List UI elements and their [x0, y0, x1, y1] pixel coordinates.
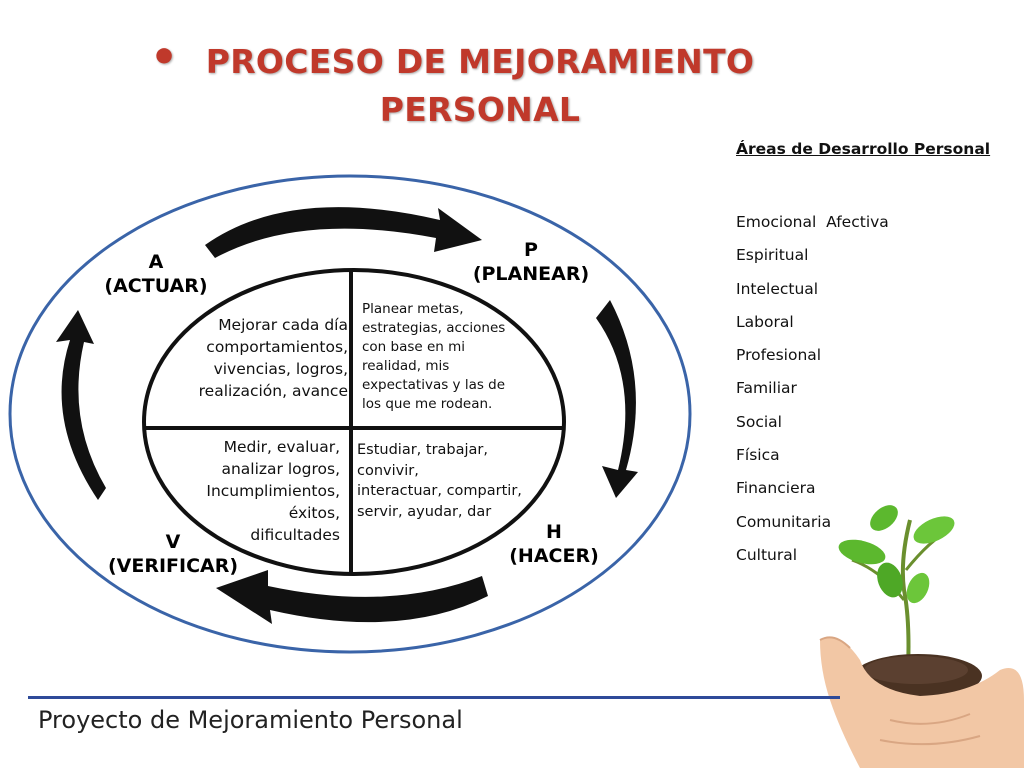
quadrant-line: analizar logros,	[221, 460, 340, 478]
quadrant-line: expectativas y las de	[362, 377, 506, 393]
label-hacer: H (HACER)	[496, 520, 612, 568]
areas-title: Áreas de Desarrollo Personal	[736, 140, 991, 158]
arrow-top-icon	[205, 207, 482, 258]
quadrant-bottom-right: Estudiar, trabajar, convivir, interactua…	[357, 440, 553, 522]
quadrant-line: dificultades	[250, 526, 340, 544]
title-line-1: PROCESO DE MEJORAMIENTO	[205, 42, 755, 81]
area-item: Comunitaria	[736, 512, 832, 531]
area-item: Profesional	[736, 346, 822, 365]
area-item: Financiera	[736, 479, 816, 498]
label-hacer-name: (HACER)	[509, 545, 599, 567]
quadrant-line: Incumplimientos,	[206, 482, 340, 500]
quadrant-line: los que me rodean.	[362, 396, 493, 412]
quadrant-line: Planear metas,	[362, 301, 464, 317]
label-planear-letter: P	[524, 239, 538, 261]
area-item: Laboral	[736, 312, 794, 331]
area-item: Emocional Afectiva	[736, 213, 889, 231]
quadrant-bottom-left: Medir, evaluar, analizar logros, Incumpl…	[176, 436, 340, 546]
label-hacer-letter: H	[546, 521, 562, 543]
area-item: Social	[736, 412, 782, 431]
outer-ellipse	[8, 174, 692, 654]
footer-text: Proyecto de Mejoramiento Personal	[38, 706, 463, 734]
label-planear: P (PLANEAR)	[468, 238, 594, 286]
title-line-2: PERSONAL	[379, 90, 581, 129]
footer-rule	[28, 696, 840, 699]
inner-ellipse	[142, 268, 566, 576]
label-verificar-name: (VERIFICAR)	[107, 555, 239, 577]
quadrant-line: éxitos,	[288, 504, 340, 522]
area-item: Espiritual	[736, 246, 809, 265]
quadrant-line: realización, avance	[198, 382, 348, 400]
area-item: Intelectual	[736, 279, 819, 298]
quadrant-line: comportamientos,	[206, 338, 348, 356]
label-planear-name: (PLANEAR)	[472, 263, 590, 285]
arrow-left-icon	[56, 310, 106, 500]
label-actuar-name: (ACTUAR)	[104, 275, 208, 297]
quadrant-line: Mejorar cada día	[218, 316, 348, 334]
quadrant-line: realidad, mis	[362, 358, 450, 374]
quadrant-line: Medir, evaluar,	[223, 438, 340, 456]
arrow-right-icon	[596, 300, 638, 498]
quadrant-line: Estudiar, trabajar,	[357, 442, 488, 458]
area-item: Familiar	[736, 379, 797, 398]
arrow-bottom-icon	[216, 570, 488, 624]
quadrant-line: servir, ayudar, dar	[357, 503, 492, 520]
plant-in-hand-icon	[819, 505, 1024, 768]
areas-list: Emocional Afectiva Espiritual Intelectua…	[736, 206, 889, 572]
bullet-icon: •	[150, 32, 179, 83]
quadrant-line: con base en mi	[362, 339, 466, 355]
slide-title: • PROCESO DE MEJORAMIENTO PERSONAL	[150, 34, 810, 134]
area-item: Cultural	[736, 545, 798, 564]
label-verificar: V (VERIFICAR)	[100, 530, 246, 578]
label-actuar-letter: A	[148, 251, 164, 273]
quadrant-top-left: Mejorar cada día comportamientos, vivenc…	[176, 314, 348, 402]
quadrant-line: convivir,	[357, 462, 419, 479]
label-verificar-letter: V	[165, 531, 181, 553]
quadrant-line: interactuar, compartir,	[357, 483, 522, 499]
label-actuar: A (ACTUAR)	[96, 250, 216, 298]
quadrant-line: estrategias, acciones	[362, 320, 506, 336]
quadrant-top-right: Planear metas, estrategias, acciones con…	[362, 300, 552, 414]
area-item: Física	[736, 446, 780, 465]
quadrant-line: vivencias, logros,	[213, 360, 348, 378]
